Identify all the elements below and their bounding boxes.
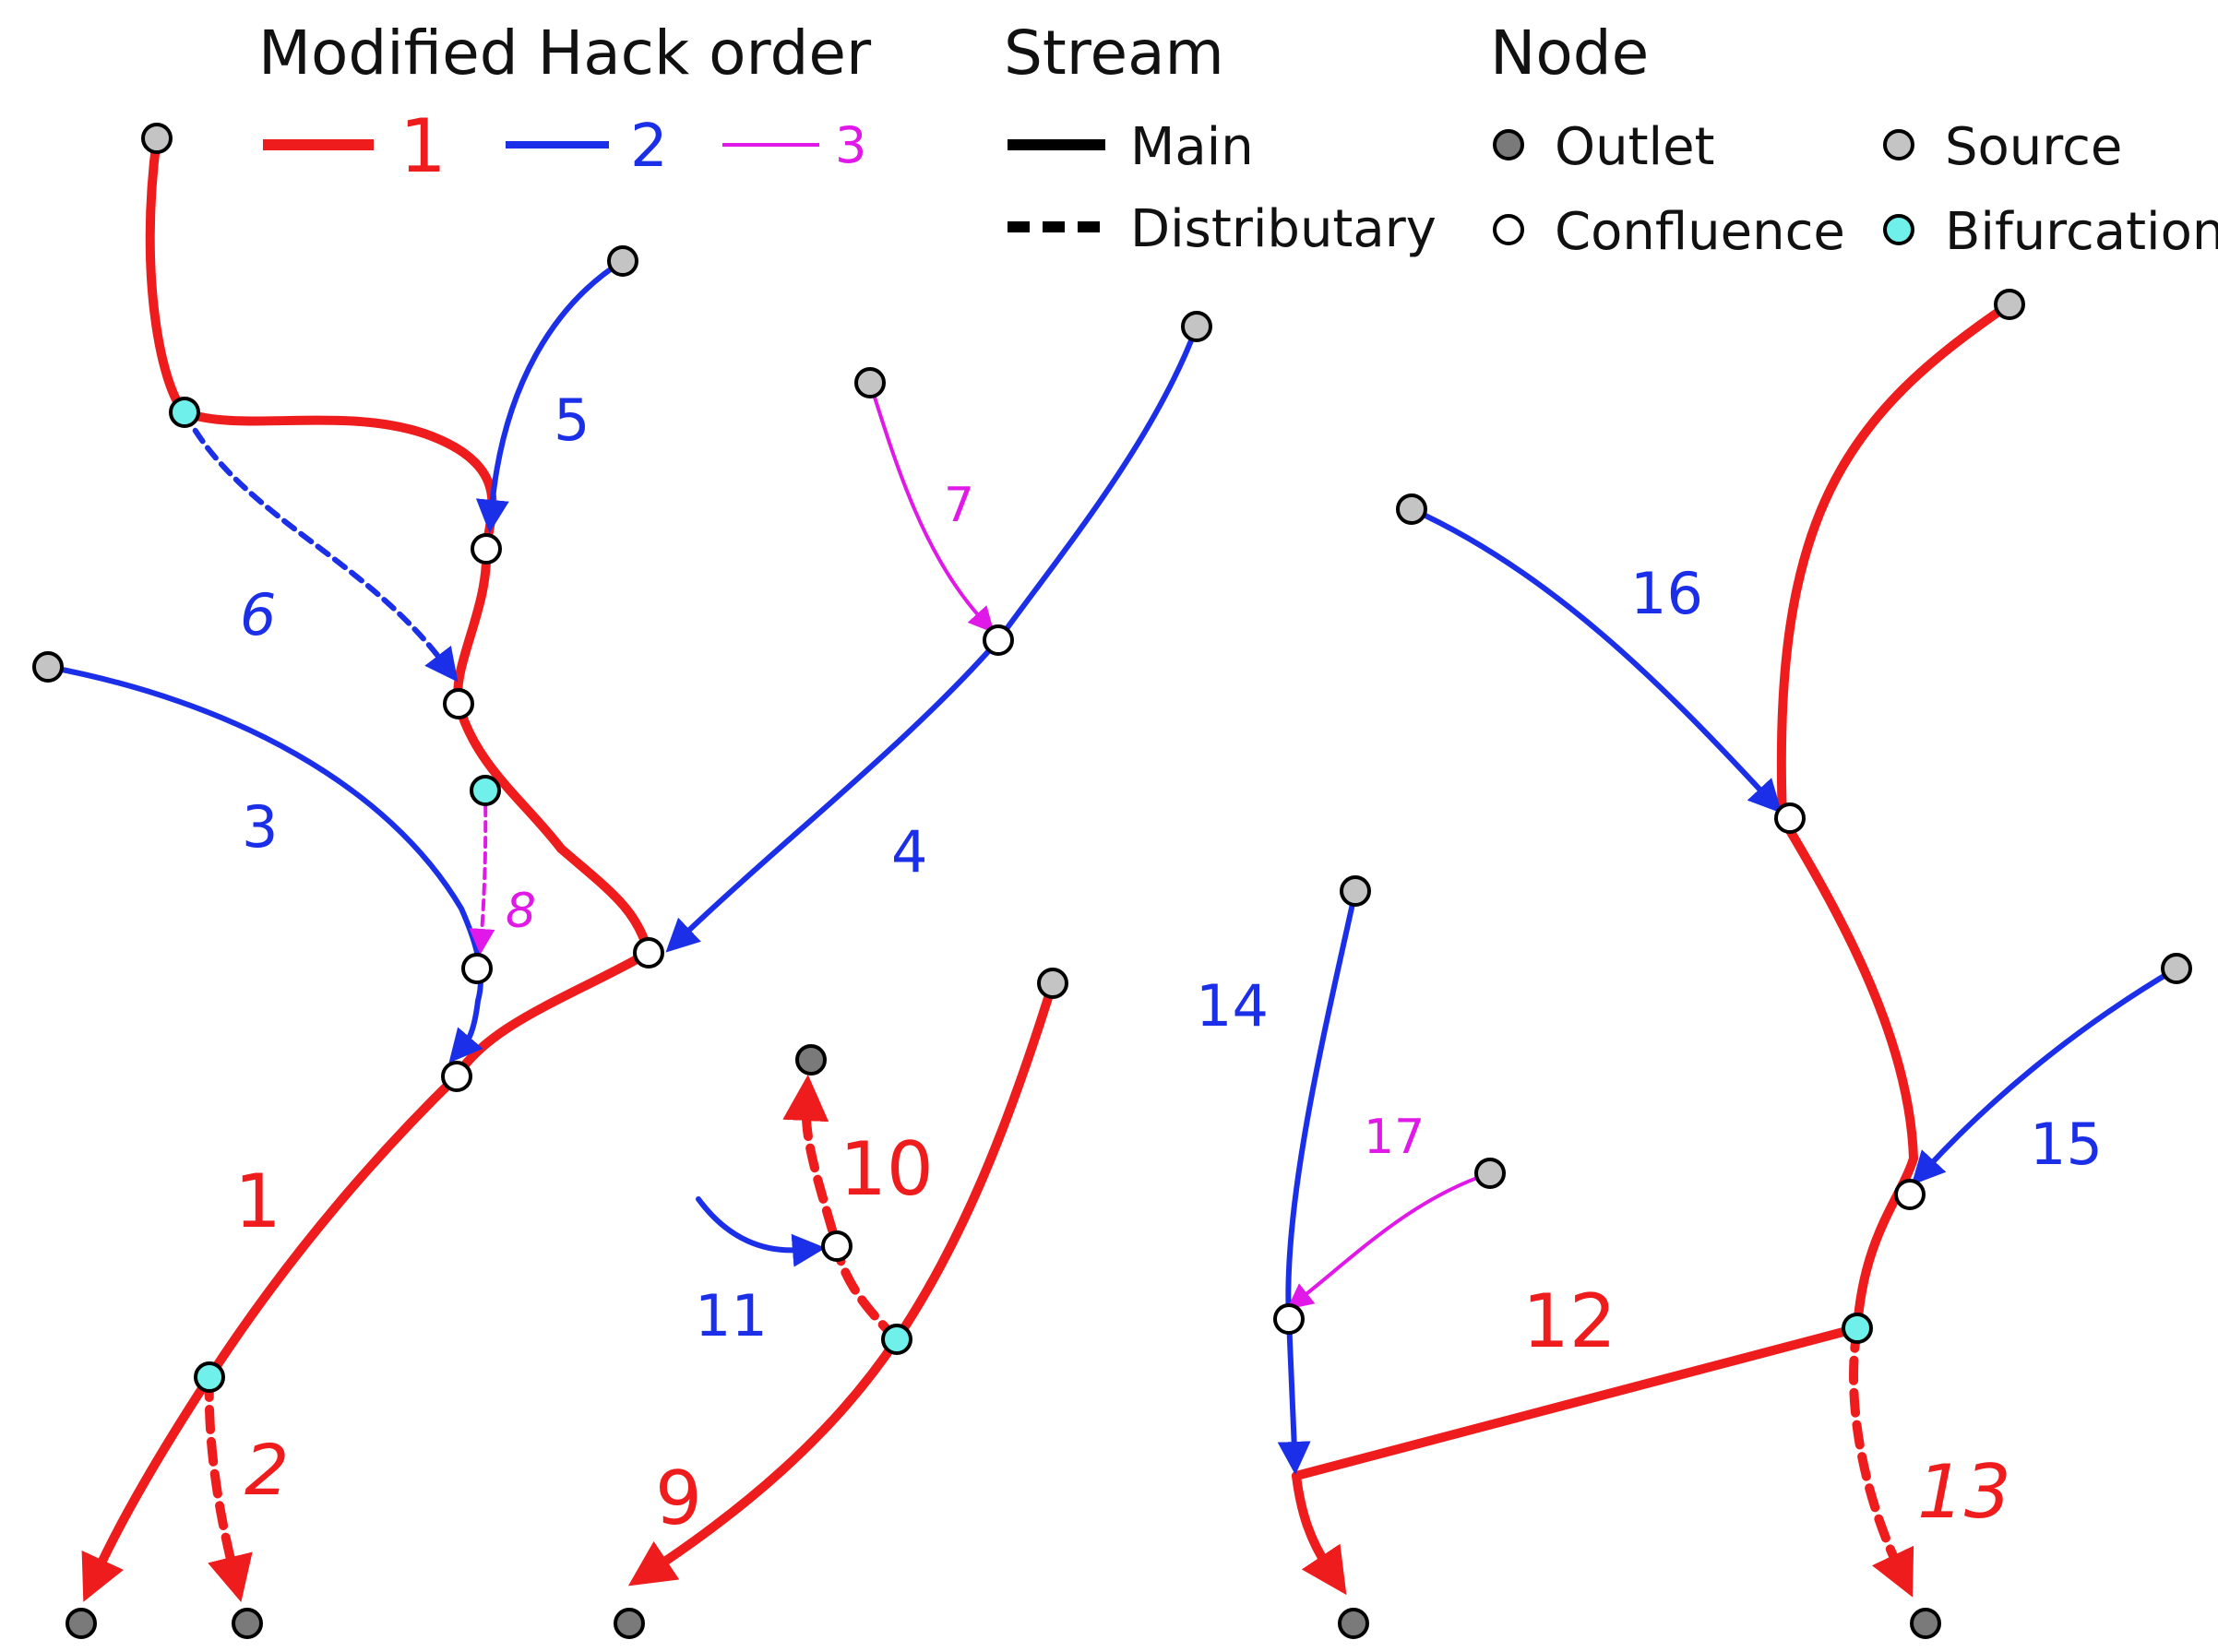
stream-11 [696,1196,826,1267]
legend-source-label: Source [1945,117,2122,177]
confluence-node [441,1061,472,1092]
stream-6 [182,410,459,683]
stream-label-13: 13 [1917,1449,2011,1535]
legend-confluence-label: Confluence [1555,202,1845,262]
source-node [1396,493,1427,525]
confluence-node [471,533,502,565]
stream-1-lower [81,948,653,1602]
stream-label-16: 16 [1630,560,1703,627]
legend-confluence-node [1493,214,1524,245]
stream-17 [1286,1171,1492,1310]
legend-order-1-label: 1 [399,103,447,189]
stream-9 [627,979,1057,1587]
source-node [1994,289,2025,320]
bifurcation-node [194,1361,225,1393]
stream-label-4: 4 [891,818,927,885]
stream-4 [665,324,1199,953]
stream-label-9: 9 [655,1456,702,1541]
source-node [1340,875,1371,907]
bifurcation-node [470,775,501,806]
stream-label-1: 1 [234,1159,281,1244]
stream-label-10: 10 [840,1126,934,1212]
stream-label-5: 5 [554,386,590,454]
confluence-node [983,624,1014,656]
legend-order-3-label: 3 [835,116,866,174]
source-node [1474,1158,1506,1189]
legend-distributary-label: Distributary [1130,199,1437,259]
confluence-node [821,1230,853,1262]
confluence-node [1774,802,1806,834]
source-node [2161,953,2192,984]
confluence-node [461,953,493,984]
legend-stream-title: Stream [1004,18,1224,89]
stream-label-15: 15 [2030,1111,2103,1178]
network-left [45,134,1199,1602]
outlet-node [66,1608,97,1639]
legend: Modified Hack order 1 2 3 Stream Main Di… [258,18,2218,262]
source-node [141,123,173,154]
legend-order-2-label: 2 [630,113,668,181]
stream-label-12: 12 [1522,1278,1616,1364]
nodes [32,123,2192,1639]
stream-12-outlet [1292,1471,1347,1596]
legend-bifurcation-label: Bifurcation [1945,202,2218,262]
legend-outlet-node [1493,129,1524,160]
outlet-node [232,1608,263,1639]
source-node [1037,968,1068,999]
outlet-node [614,1608,645,1639]
legend-node-title: Node [1490,18,1649,89]
bifurcation-node [1842,1313,1873,1344]
confluence-node [1894,1179,1926,1210]
stream-5 [475,258,626,533]
outlet-node [1910,1608,1941,1639]
network-middle [627,979,1057,1587]
confluence-node [633,937,664,969]
network-right [1277,300,2179,1598]
stream-label-7: 7 [944,478,974,533]
stream-label-6: 6 [240,581,276,648]
source-node [32,651,64,683]
stream-7 [868,381,995,634]
stream-label-17: 17 [1364,1110,1425,1165]
stream-13 [1849,1324,1914,1598]
stream-12-upper [1776,300,2014,1333]
stream-label-8: 8 [506,884,536,939]
legend-order-title: Modified Hack order [258,18,872,89]
legend-outlet-label: Outlet [1555,117,1715,177]
source-node [1181,311,1212,342]
stream-2 [204,1373,253,1602]
stream-label-3: 3 [242,793,278,861]
stream-8 [469,789,495,955]
legend-main-label: Main [1130,117,1254,177]
stream-14 [1277,888,1358,1475]
legend-bifurcation-node [1883,214,1914,245]
stream-label-14: 14 [1196,972,1269,1040]
stream-15 [1911,966,2179,1185]
stream-16 [1409,506,1783,814]
stream-label-2: 2 [244,1429,289,1511]
stream-12-link [1292,1324,1862,1480]
stream-labels: 1 2 3 4 5 6 7 8 9 10 11 12 13 14 15 16 1… [234,386,2103,1541]
confluence-node [1273,1303,1305,1335]
source-node [607,245,638,277]
outlet-node [795,1044,827,1076]
stream-3 [45,664,483,1064]
source-node [854,367,886,398]
bifurcation-node [169,397,200,428]
legend-source-node [1883,129,1914,160]
bifurcation-node [881,1324,912,1355]
outlet-node [1338,1608,1369,1639]
confluence-node [443,688,474,719]
stream-label-11: 11 [695,1282,768,1349]
